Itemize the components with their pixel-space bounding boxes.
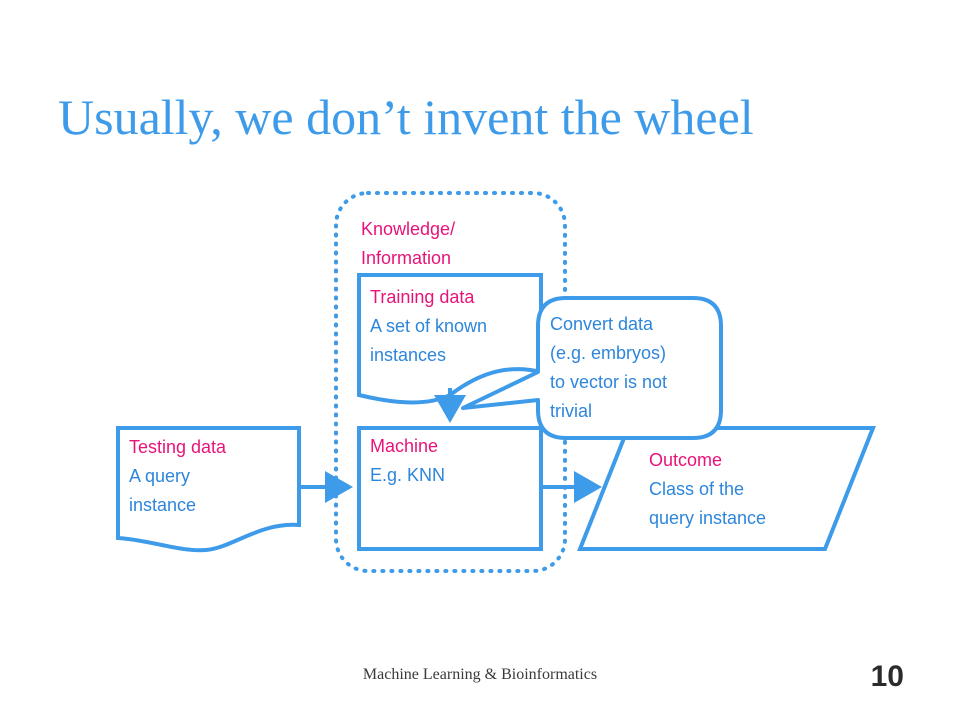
testing-data-heading: Testing data (129, 437, 227, 457)
slide-title: Usually, we don’t invent the wheel (58, 89, 754, 145)
testing-data-body: A query instance (129, 466, 197, 515)
machine-shape (357, 426, 543, 551)
testing-data-shape (116, 426, 301, 553)
knowledge-region-border (334, 191, 567, 573)
callout-bubble (461, 296, 723, 440)
outcome-heading: Outcome (649, 450, 723, 470)
knowledge-region-heading: Knowledge/ Information (361, 219, 456, 268)
training-data-heading: Training data (370, 287, 475, 307)
outcome-shape (577, 426, 876, 551)
training-data-body: A set of known instances (370, 316, 488, 365)
slide-footer: Machine Learning & Bioinformatics (362, 666, 598, 683)
machine-heading: Machine (370, 436, 439, 456)
page-number: 10 (870, 660, 904, 693)
machine-body: E.g. KNN (370, 465, 446, 485)
callout-text: Convert data (e.g. embryos) to vector is… (550, 314, 668, 421)
outcome-body: Class of the query instance (649, 479, 767, 528)
